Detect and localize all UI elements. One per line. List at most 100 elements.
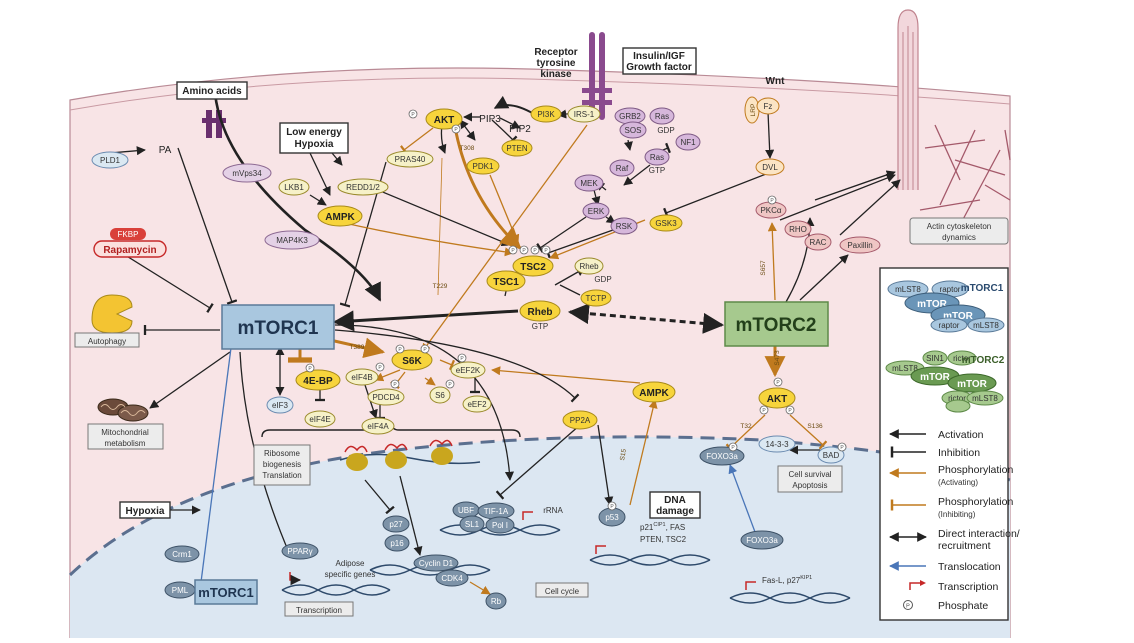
erk-node: ERK <box>588 207 605 216</box>
ras-top-node: Ras <box>655 112 669 121</box>
connections <box>109 92 901 595</box>
legend-activation: Activation <box>938 429 984 441</box>
sos-node: SOS <box>625 126 642 135</box>
phosphate-marker: P <box>731 445 735 451</box>
s6k-node: S6K <box>402 356 422 367</box>
phosphate-marker-circle <box>837 442 847 452</box>
autophagy-icon <box>91 294 133 334</box>
raf-node: Raf <box>616 164 629 173</box>
legend-c1-mlst8-2: mLST8 <box>973 321 999 330</box>
sl1-node: SL1 <box>465 520 480 529</box>
phosphate-marker-circle <box>390 379 400 389</box>
legend-phos-inhibiting-sub: (Inhibiting) <box>938 510 976 519</box>
s136-label: S136 <box>807 423 823 430</box>
legend-c1-raptor: raptor <box>940 285 961 294</box>
phosphate-marker: P <box>411 112 415 118</box>
tsc2-node: TSC2 <box>520 262 546 273</box>
cellcycle-label: Cell cycle <box>545 587 580 596</box>
eef2k-node: eEF2K <box>456 366 481 375</box>
wnt-label: Wnt <box>766 76 786 87</box>
mtorc2-node: mTORC2 <box>736 315 817 336</box>
grb2-node: GRB2 <box>619 112 641 121</box>
nucleus <box>70 436 1010 638</box>
foxo3a-nuclear-node: FOXO3a <box>746 536 778 545</box>
p16-node: p16 <box>390 539 404 548</box>
transcription-label: Transcription <box>296 606 342 615</box>
phosphate-marker: P <box>378 365 382 371</box>
eif3-node: eIF3 <box>272 401 289 410</box>
legend-c1-raptor-2: raptor <box>939 321 960 330</box>
phosphate-marker-circle <box>607 501 617 511</box>
gsk3-node: GSK3 <box>655 219 677 228</box>
akt-node: AKT <box>434 115 455 126</box>
pip3-label: PIP3 <box>479 114 501 125</box>
1433-node: 14-3-3 <box>765 440 789 449</box>
mito-label-2: metabolism <box>105 439 146 448</box>
foxo3a-node: FOXO3a <box>706 452 738 461</box>
phosphate-marker-circle <box>375 362 385 372</box>
phosphate-marker-circle <box>508 245 518 255</box>
phosphate-marker: P <box>840 445 844 451</box>
ampk-node: AMPK <box>325 212 355 223</box>
rac-node: RAC <box>810 238 827 247</box>
eif4e-node: eIF4E <box>309 415 330 424</box>
phosphate-marker: P <box>308 366 312 372</box>
ppar-node: PPARγ <box>287 547 312 556</box>
dna-damage-label-1: DNA <box>664 495 686 506</box>
phosphate-marker-circle <box>728 442 738 452</box>
irs1-node: IRS-1 <box>574 110 595 119</box>
receptor-label-2: tyrosine <box>537 58 576 69</box>
ubf-node: UBF <box>458 506 474 515</box>
gtp-ras-label: GTP <box>649 166 665 175</box>
tctp-node: TCTP <box>586 294 607 303</box>
rb-node: Rb <box>491 597 502 606</box>
legend-c2-sin1: SIN1 <box>926 354 944 363</box>
phosphate-marker-circle <box>395 344 405 354</box>
rrna-label: rRNA <box>543 506 563 515</box>
pp2a-node: PP2A <box>570 416 591 425</box>
growth-factor-label: Growth factor <box>626 62 692 73</box>
phosphate-marker-circle <box>530 245 540 255</box>
pol1-node: Pol I <box>492 521 508 530</box>
phosphate-marker: P <box>788 408 792 414</box>
actin-label-1: Actin cytoskeleton <box>927 222 991 231</box>
legend-phos-inhibiting: Phosphorylation <box>938 496 1013 508</box>
legend-phos-activating-sub: (Activating) <box>938 478 978 487</box>
phosphate-marker-circle <box>305 363 315 373</box>
rsk-node: RSK <box>616 222 633 231</box>
ribosome-label-2: biogenesis <box>263 460 301 469</box>
cdk4-node: CDK4 <box>441 574 463 583</box>
mito-label-1: Mitochondrial <box>101 428 149 437</box>
cyclind1-node: Cyclin D1 <box>419 559 454 568</box>
crm1-node: Crm1 <box>172 550 192 559</box>
actin-label-2: dynamics <box>942 233 976 242</box>
ampk2-node: AMPK <box>639 388 669 399</box>
phosphate-marker-circle <box>785 405 795 415</box>
p53-node: p53 <box>605 513 619 522</box>
phosphate-marker-circle <box>408 109 418 119</box>
pten-node: PTEN <box>506 144 528 153</box>
p21-label: p21CIP1, FAS <box>640 522 685 532</box>
phosphate-marker-circle <box>457 353 467 363</box>
mitochondria-icon <box>97 398 149 422</box>
ribosome-label-3: Translation <box>262 471 301 480</box>
map4k3-node: MAP4K3 <box>276 236 308 245</box>
legend-c2-mtor-2: mTOR <box>957 379 988 390</box>
primary-cilium <box>897 9 919 190</box>
phosphate-marker-circle <box>773 377 783 387</box>
phosphate-marker-circle <box>541 245 551 255</box>
phosphate-marker-circle <box>420 344 430 354</box>
survival-label-1: Cell survival <box>788 470 831 479</box>
ribosome-label-1: Ribosome <box>264 449 301 458</box>
4ebp-node: 4E-BP <box>303 376 333 387</box>
rapamycin-node: Rapamycin <box>103 245 156 256</box>
s6-node: S6 <box>435 391 445 400</box>
phosphate-marker-circle <box>759 405 769 415</box>
lrp-node: LRP <box>750 104 757 117</box>
pld1-node: PLD1 <box>100 156 121 165</box>
phosphate-marker-circle <box>451 124 461 134</box>
eef2-node: eEF2 <box>467 400 487 409</box>
legend-mtorc1-label: mTORC1 <box>961 283 1004 294</box>
s657-label: S657 <box>760 260 767 276</box>
legend-phos-activating: Phosphorylation <box>938 464 1013 476</box>
